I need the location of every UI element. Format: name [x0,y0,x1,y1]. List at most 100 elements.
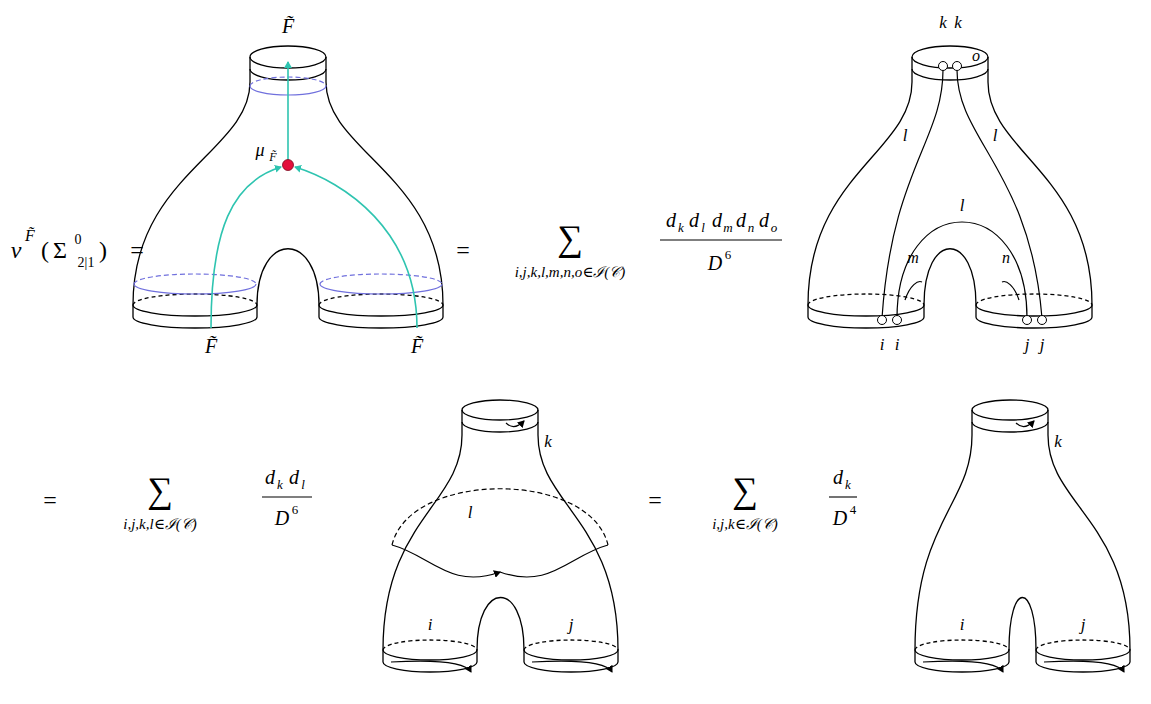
strand-label: j [569,616,574,633]
boundary-band [915,662,1009,672]
math-subscript: l [301,478,305,491]
boundary-band [133,305,257,317]
boundary-circle [976,305,1092,316]
strand-label: k [544,433,552,450]
coupon-bead [893,316,902,325]
loop-front [392,545,500,577]
pants-surface [133,46,443,328]
surface-outline [133,57,250,305]
fraction-bar [660,239,782,240]
pants-surface [808,46,1092,328]
strand-label: i [960,616,965,633]
equals-sign: = [456,238,470,262]
math-symbol: ( [41,238,49,262]
boundary-circle [319,305,443,316]
math-symbol: D [275,508,289,528]
strand-arc [1016,421,1034,427]
cut-circle [320,274,442,284]
boundary-band [319,305,443,317]
math-symbol: D [833,508,847,528]
boundary-circle [976,294,1092,305]
boundary-circle [383,650,477,660]
math-superscript: 0 [75,233,82,247]
strand-label: l [903,127,908,144]
strand [905,282,922,300]
extras [134,62,1124,673]
boundary-band [319,317,443,328]
graph-edge [211,167,281,328]
boundary-circle [383,640,477,650]
coupon-bead [939,62,948,71]
loop-label: l [468,504,473,521]
math-subscript: n [748,221,755,234]
strand-label: i [880,336,885,353]
boundary-circle [915,640,1009,650]
math-subscript: o [771,221,778,234]
boundary-circle [912,46,988,68]
equals-sign: = [648,488,662,512]
strand [957,70,1042,318]
surface-outline [808,57,912,305]
math-symbol: d [833,467,843,487]
math-subscript: k [678,221,684,234]
sum-sign: ∑ [147,472,173,508]
sum-index: i,j,k,l∈ℐ(𝒞) [123,517,197,532]
coupon-bead [1023,316,1032,325]
boundary-band [524,650,618,662]
math-symbol: v [11,238,22,262]
strand-label: m [907,250,919,266]
boundary-circle [972,400,1048,420]
fraction-bar [262,496,312,497]
math-symbol: d [265,467,275,487]
equals-sign: = [43,488,57,512]
boundary-label: F̃ [282,16,294,36]
boundary-band [383,662,477,672]
strand-arc [506,421,524,427]
surface-outline [326,57,443,305]
math-symbol: Σ [53,238,67,262]
graph-edge [287,62,289,160]
loop-back [392,489,608,545]
surface-outline [924,249,976,305]
math-subscript: k [845,478,851,491]
boundary-band [1036,650,1130,662]
math-symbol: D [708,253,722,273]
math-symbol: d [736,210,746,230]
boundary-band [383,650,477,662]
math-symbol: d [289,467,299,487]
boundary-band [133,317,257,328]
strand-label: k [1054,433,1062,450]
math-symbol: ) [99,238,107,262]
fraction-bar [829,496,857,497]
boundary-band [462,422,538,432]
strand-label: l [960,197,965,214]
math-subscript: m [723,221,732,234]
sum-sign: ∑ [557,220,583,256]
boundary-circle [808,305,924,316]
math-superscript: 4 [850,503,857,516]
surface-outline [477,598,524,651]
surface-outline [1048,410,1130,650]
boundary-circle [524,650,618,660]
boundary-band [976,305,1092,317]
surface-outline [257,249,319,305]
boundary-circle [133,294,257,305]
strand-label: k [939,14,947,31]
equals-sign: = [130,238,144,262]
strand-label: o [972,48,980,64]
vertex-label: μ [255,141,264,159]
math-symbol: d [712,210,722,230]
strand-arc [391,661,471,672]
boundary-band [976,317,1092,328]
strand-label: k [954,14,962,31]
boundary-band [912,69,988,80]
strand-label: j [1040,336,1045,353]
coupon-bead [878,316,887,325]
sum-index: i,j,k,l,m,n,o∈ℐ(𝒞) [515,265,626,280]
strand [1002,282,1019,300]
cut-circle [320,284,442,294]
boundary-circle [319,294,443,305]
boundary-circle [1036,650,1130,660]
strand [882,70,943,318]
